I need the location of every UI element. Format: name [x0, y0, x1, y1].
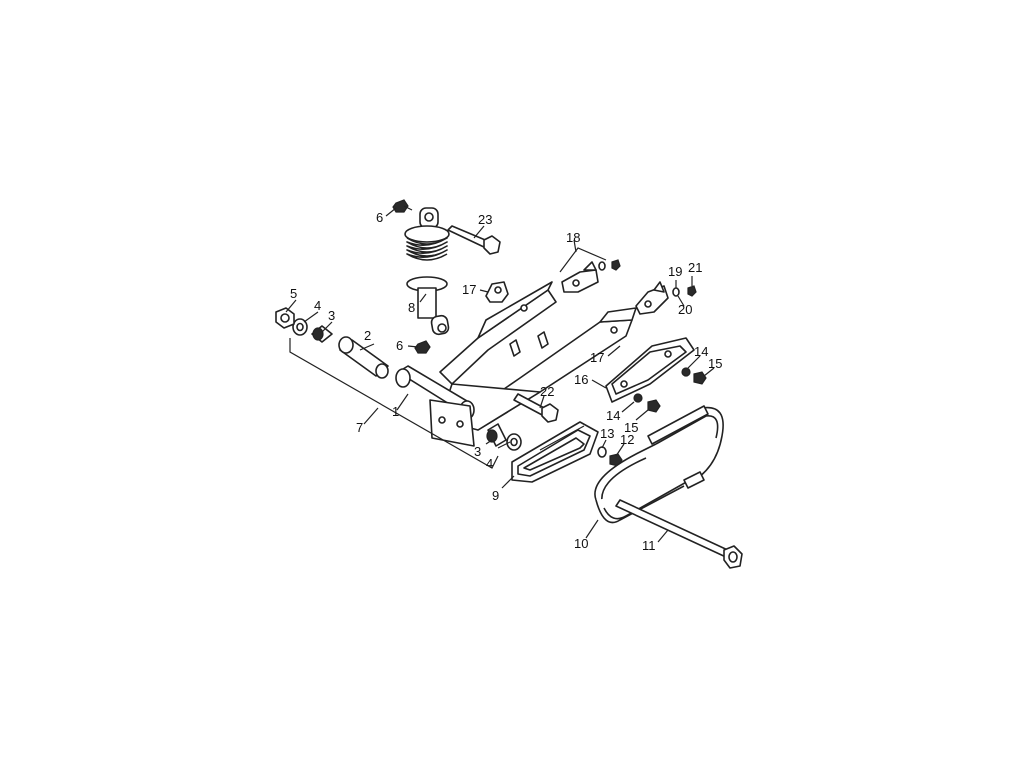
callout-11: 11: [642, 538, 656, 553]
leader-lines: [285, 207, 715, 543]
pivot-shaft: [338, 336, 389, 379]
callout-13: 13: [600, 426, 614, 441]
callout-9: 9: [492, 488, 499, 503]
bracket-right: [635, 281, 697, 315]
assembly-bracket-18: [559, 247, 607, 273]
callout-3: 3: [328, 308, 335, 323]
pivot-nut: [275, 307, 295, 329]
callout-15: 15: [708, 356, 722, 371]
callout-4: 4: [486, 456, 493, 471]
callout-3: 3: [474, 444, 481, 459]
callout-7: 7: [356, 420, 363, 435]
callout-21: 21: [688, 260, 702, 275]
guard-bolt-lower: [647, 399, 661, 413]
chain-guide-bracket-18: [561, 259, 621, 293]
guard-bolt-upper: [693, 371, 707, 385]
swingarm-frame: [395, 281, 637, 447]
bracket-left: [485, 281, 509, 303]
callout-6: 6: [376, 210, 383, 225]
rear-axle: [615, 499, 743, 569]
callout-19: 19: [668, 264, 682, 279]
slider-washer-13: [597, 446, 607, 458]
callout-16: 16: [574, 372, 588, 387]
callout-20: 20: [678, 302, 692, 317]
callout-1: 1: [392, 404, 399, 419]
chain-guard: [605, 337, 695, 403]
callout-22: 22: [540, 384, 554, 399]
callout-23: 23: [478, 212, 492, 227]
chain-slider: [511, 421, 599, 483]
guard-washer-lower: [633, 393, 643, 403]
callout-14: 14: [606, 408, 620, 423]
shock-mount-bolt: [447, 225, 501, 255]
callout-8: 8: [408, 300, 415, 315]
callout-4: 4: [314, 298, 321, 313]
assembly-bracket-7: [289, 338, 499, 469]
callout-17: 17: [590, 350, 604, 365]
callout-10: 10: [574, 536, 588, 551]
callout-18: 18: [566, 230, 580, 245]
callout-2: 2: [364, 328, 371, 343]
callout-6: 6: [396, 338, 403, 353]
drive-chain: [594, 405, 724, 524]
frame-bolt-22: [513, 393, 559, 423]
callout-15: 15: [624, 420, 638, 435]
bushing-left: [311, 325, 333, 343]
callout-12: 12: [620, 432, 634, 447]
callout-17: 17: [462, 282, 476, 297]
washer-left: [292, 318, 308, 336]
shock-bolt-top: [392, 199, 413, 213]
guard-washer-upper: [681, 367, 691, 377]
shock-bolt-bottom: [414, 340, 431, 354]
washer-right: [506, 433, 522, 451]
callout-5: 5: [290, 286, 297, 301]
callout-labels: 1 2 3 3 4 4 5 6 6 7 8 9 10 11 12 13 14 1…: [290, 210, 722, 553]
callout-14: 14: [694, 344, 708, 359]
rear-shock-absorber: [404, 207, 450, 336]
bushing-right: [486, 423, 507, 447]
